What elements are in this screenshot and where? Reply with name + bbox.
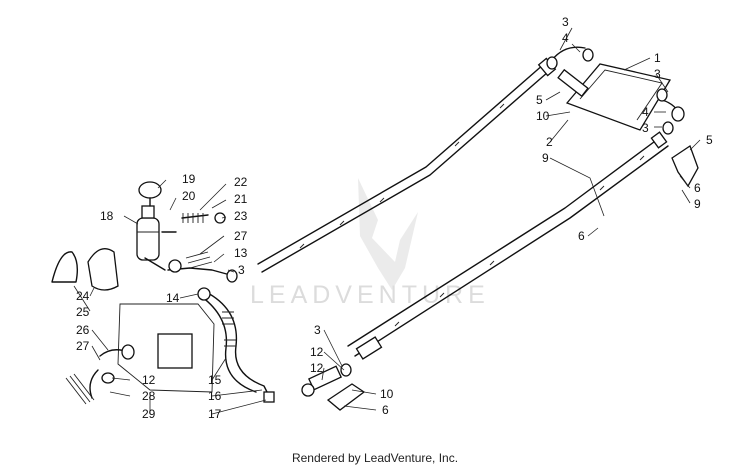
heat-exchanger-plate: [557, 63, 672, 131]
callout-4: 4: [562, 31, 569, 45]
callout-13: 13: [234, 246, 248, 260]
right-end-bracket: [671, 145, 699, 188]
callout-4: 4: [642, 105, 649, 119]
callout-8: 10: [536, 109, 550, 123]
rendered-by-footer: Rendered by LeadVenture, Inc.: [291, 451, 459, 465]
callout-3: 3: [562, 15, 569, 29]
overflow-spring-hose: [161, 212, 226, 233]
callout-28: 28: [142, 389, 156, 403]
callout-24: 24: [76, 289, 90, 303]
callout-6: 6: [578, 229, 585, 243]
callout-27: 27: [234, 229, 248, 243]
callout-22: 22: [234, 175, 248, 189]
callout-27: 27: [76, 339, 90, 353]
bottle-elbow-hose: [167, 251, 238, 283]
callout-19: 19: [182, 172, 196, 186]
coolant-bottle: [136, 181, 166, 271]
leadventure-watermark: LEADVENTURE: [250, 178, 490, 309]
callout-12: 12: [310, 361, 324, 375]
callout-14: 14: [166, 291, 180, 305]
callout-29: 29: [142, 407, 156, 421]
callout-6: 6: [382, 403, 389, 417]
leader-lines: [73, 27, 701, 415]
lower-cooling-tube: [347, 131, 669, 360]
callout-12: 12: [142, 373, 156, 387]
callout-20: 20: [182, 189, 196, 203]
callout-3: 3: [238, 263, 245, 277]
top-left-elbow-fitting: [546, 46, 594, 70]
callout-labels: 3 4 1 3 5 10 4 3 2 9 5 6 9 6 19 20 22 21…: [76, 15, 713, 421]
callout-5: 5: [706, 133, 713, 147]
lower-left-hose: [65, 344, 135, 405]
long-return-hose: [197, 287, 275, 403]
callout-26: 26: [76, 323, 90, 337]
callout-17: 17: [208, 407, 222, 421]
callout-23: 23: [234, 209, 248, 223]
callout-15: 15: [208, 373, 222, 387]
callout-7: 9: [694, 197, 701, 211]
callout-3: 3: [642, 121, 649, 135]
callout-1: 1: [654, 51, 661, 65]
callout-2: 2: [546, 135, 553, 149]
callout-3: 3: [654, 67, 661, 81]
top-right-elbow-fitting: [656, 88, 685, 135]
callout-10: 10: [380, 387, 394, 401]
callout-6: 6: [694, 181, 701, 195]
callout-25: 25: [76, 305, 90, 319]
radiator-shroud: [117, 303, 215, 393]
callout-11: 12: [310, 345, 324, 359]
callout-16: 16: [208, 389, 222, 403]
bottle-mount-bracket: [51, 248, 119, 291]
callout-18: 18: [100, 209, 114, 223]
callout-21: 21: [234, 192, 248, 206]
watermark-text: LEADVENTURE: [250, 281, 490, 309]
callout-9: 9: [542, 151, 549, 165]
callout-5: 5: [536, 93, 543, 107]
callout-3: 3: [314, 323, 321, 337]
